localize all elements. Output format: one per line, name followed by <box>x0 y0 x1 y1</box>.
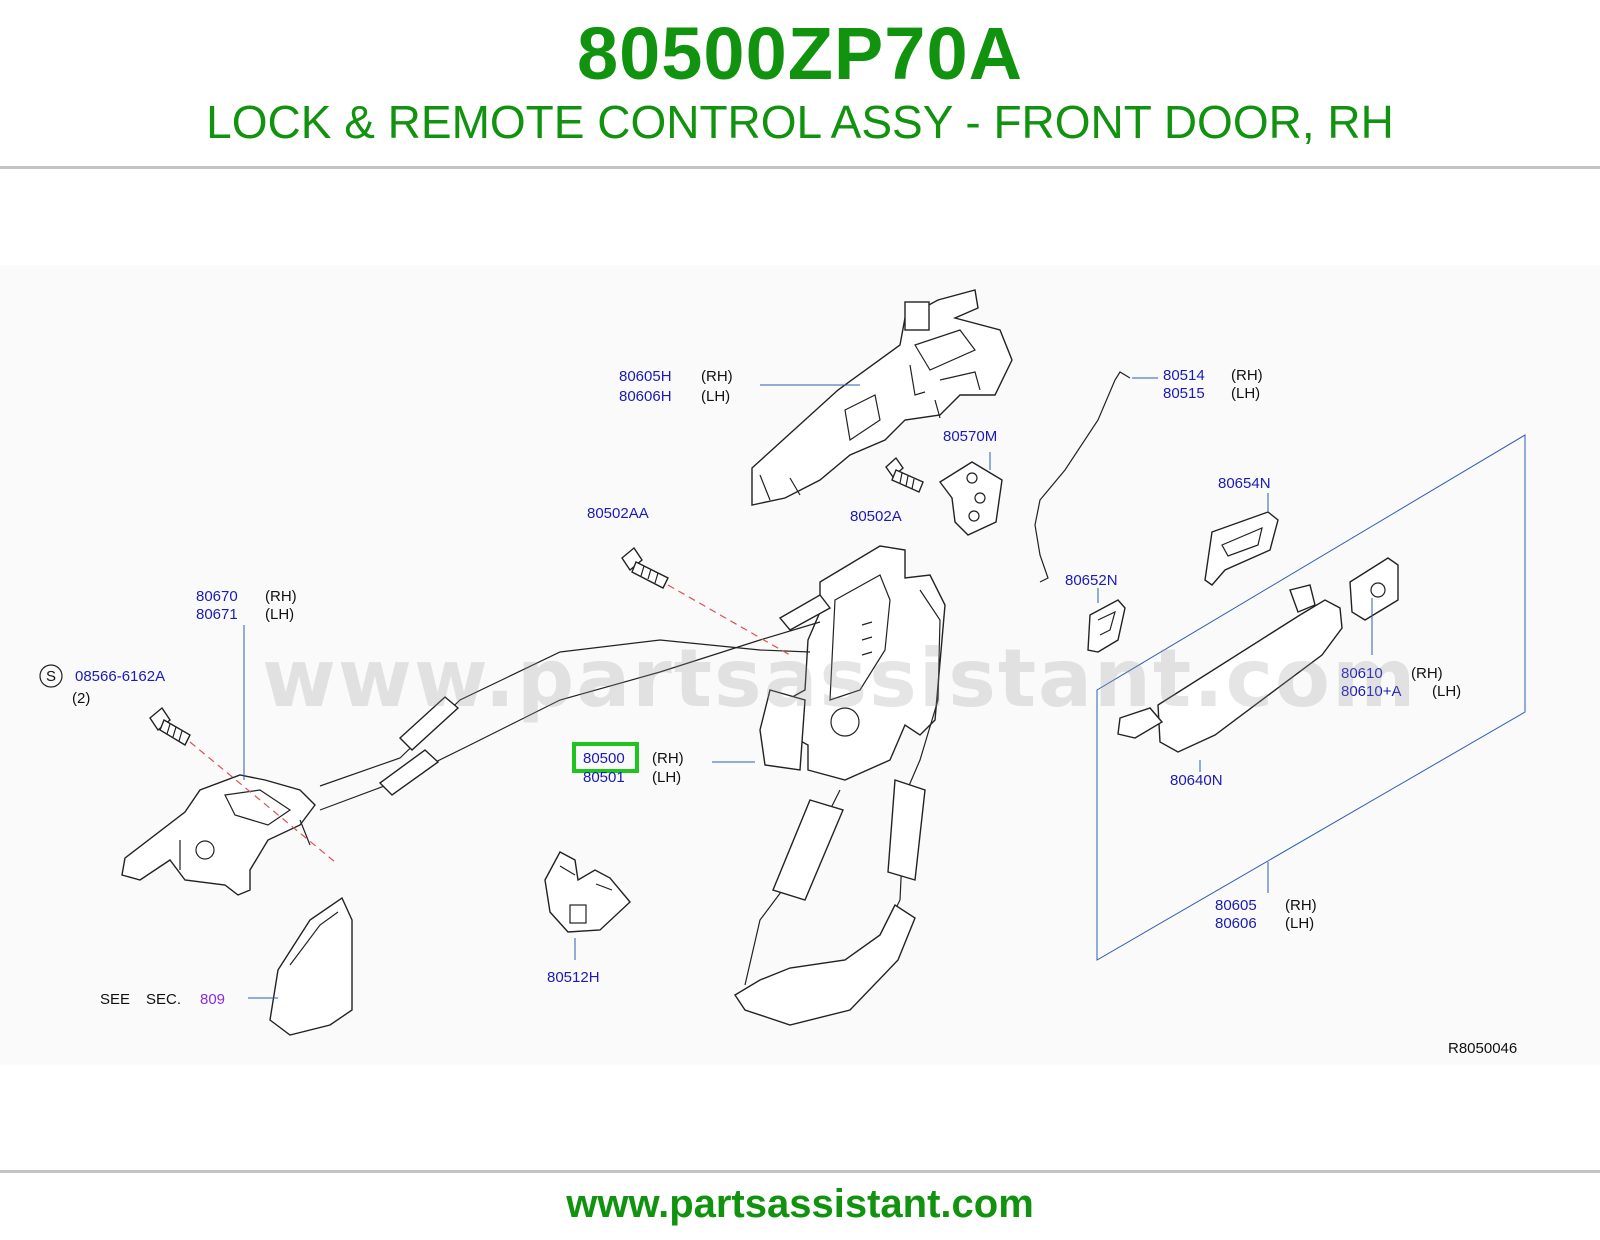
standard-part-marker-letter: S <box>46 668 56 685</box>
clip-80512h-drawing <box>544 851 631 933</box>
footer-site-link[interactable]: www.partsassistant.com <box>566 1182 1034 1226</box>
diagram-reference-code: R8050046 <box>1448 1040 1517 1057</box>
callout-80670[interactable]: 80670 <box>196 588 238 605</box>
callout-08566-6162a[interactable]: 08566-6162A <box>75 668 165 685</box>
exploded-parts-diagram: 80605H (RH) 80606H (LH) 80514 (RH) 80515… <box>0 265 1600 1065</box>
callout-80606h[interactable]: 80606H <box>619 388 672 405</box>
lock-rod-drawing <box>1034 371 1131 583</box>
callout-80514-side: (RH) <box>1231 367 1263 384</box>
outside-handle-outline-box <box>1096 434 1526 961</box>
page-header: 80500ZP70A LOCK & REMOTE CONTROL ASSY - … <box>0 0 1600 168</box>
callout-80605h[interactable]: 80605H <box>619 368 672 385</box>
standard-part-marker <box>39 664 63 688</box>
callout-08566-qty: (2) <box>72 690 90 707</box>
callout-80501-side: (LH) <box>652 769 681 786</box>
callout-80605h-side: (RH) <box>701 368 733 385</box>
callout-80512h[interactable]: 80512H <box>547 969 600 986</box>
callout-80671[interactable]: 80671 <box>196 606 238 623</box>
callout-80640n[interactable]: 80640N <box>1170 772 1223 789</box>
callout-80500-side: (RH) <box>652 750 684 767</box>
cover-sec809-drawing <box>269 896 353 1036</box>
screw-08566-guide-line <box>189 741 336 863</box>
callout-80502a[interactable]: 80502A <box>850 508 902 525</box>
outside-handle-bracket-drawing <box>751 289 1013 506</box>
callout-80515-side: (LH) <box>1231 385 1260 402</box>
bracket-80570m-drawing <box>938 461 1003 536</box>
callout-80606-side: (LH) <box>1285 915 1314 932</box>
part-description: LOCK & REMOTE CONTROL ASSY - FRONT DOOR,… <box>206 96 1394 148</box>
screw-80502a-drawing <box>885 456 924 493</box>
callout-80610a-side: (LH) <box>1432 683 1461 700</box>
callout-80606[interactable]: 80606 <box>1215 915 1257 932</box>
callout-80610a[interactable]: 80610+A <box>1341 683 1401 700</box>
cables-drawing <box>319 589 941 1026</box>
callout-80610[interactable]: 80610 <box>1341 665 1383 682</box>
callout-80502aa[interactable]: 80502AA <box>587 505 649 522</box>
escutcheon-80654n-drawing <box>1204 511 1279 586</box>
key-cylinder-cap-drawing <box>1349 557 1399 621</box>
callout-80605-side: (RH) <box>1285 897 1317 914</box>
top-divider <box>0 166 1600 169</box>
screw-80502aa-drawing <box>621 546 669 589</box>
callout-80654n[interactable]: 80654N <box>1218 475 1271 492</box>
outside-handle-80640n-drawing <box>1117 584 1343 753</box>
callout-80570m[interactable]: 80570M <box>943 428 997 445</box>
sec-label: SEC. <box>146 991 181 1008</box>
bottom-divider <box>0 1170 1600 1173</box>
callout-80514[interactable]: 80514 <box>1163 367 1205 384</box>
section-809-link[interactable]: 809 <box>200 991 225 1008</box>
part-number-title: 80500ZP70A <box>576 12 1024 95</box>
callout-80501[interactable]: 80501 <box>583 769 625 786</box>
callout-80671-side: (LH) <box>265 606 294 623</box>
callout-80652n[interactable]: 80652N <box>1065 572 1118 589</box>
callout-80610-side: (RH) <box>1411 665 1443 682</box>
highlight-box-80500 <box>572 742 639 773</box>
callout-80670-side: (RH) <box>265 588 297 605</box>
screw-08566-drawing <box>149 706 191 746</box>
callout-80500[interactable]: 80500 <box>583 750 625 767</box>
diagram-background <box>0 265 1600 1065</box>
see-label: SEE <box>100 991 130 1008</box>
callout-80605[interactable]: 80605 <box>1215 897 1257 914</box>
callout-80606h-side: (LH) <box>701 388 730 405</box>
door-lock-80500-drawing <box>759 545 946 781</box>
clip-80652n-drawing <box>1087 599 1126 653</box>
callout-80515[interactable]: 80515 <box>1163 385 1205 402</box>
